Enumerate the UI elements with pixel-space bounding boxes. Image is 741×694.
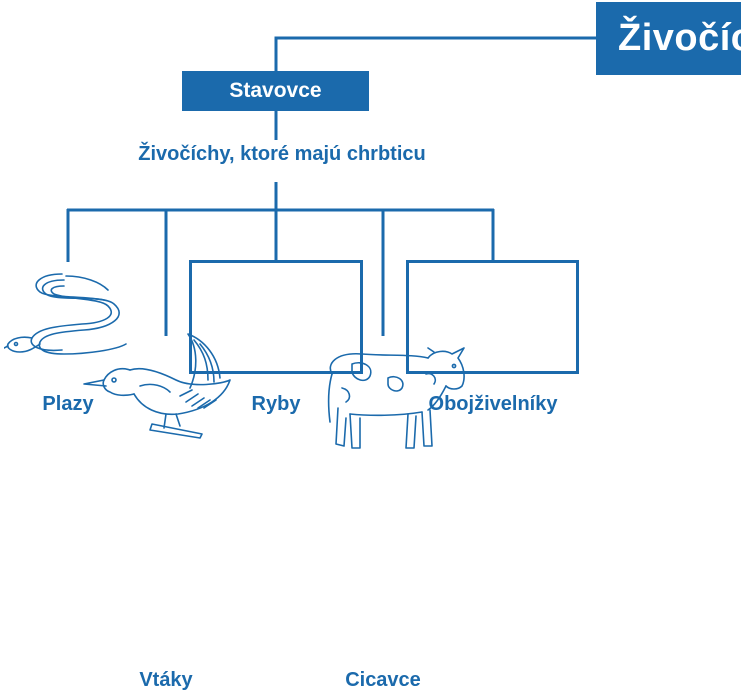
- diagram-title: Živočíchy: [618, 17, 741, 59]
- group-label-cicavce: Cicavce: [345, 669, 421, 691]
- category-label: Stavovce: [229, 79, 322, 102]
- group-label-obojzivelniky: Obojživelníky: [428, 393, 558, 415]
- obojzivelniky-placeholder-box: [406, 260, 579, 374]
- snake-icon: [4, 273, 127, 355]
- ryby-placeholder-box: [189, 260, 363, 374]
- category-box: Stavovce: [182, 71, 369, 111]
- cow-icon: [327, 347, 465, 449]
- title-box: Živočíchy: [596, 2, 741, 75]
- group-label-plazy: Plazy: [42, 393, 94, 415]
- bird-icon: [83, 333, 231, 439]
- group-label-vtaky: Vtáky: [139, 669, 193, 691]
- group-label-ryby: Ryby: [251, 393, 301, 415]
- subtitle: Živočíchy, ktoré majú chrbticu: [138, 143, 426, 165]
